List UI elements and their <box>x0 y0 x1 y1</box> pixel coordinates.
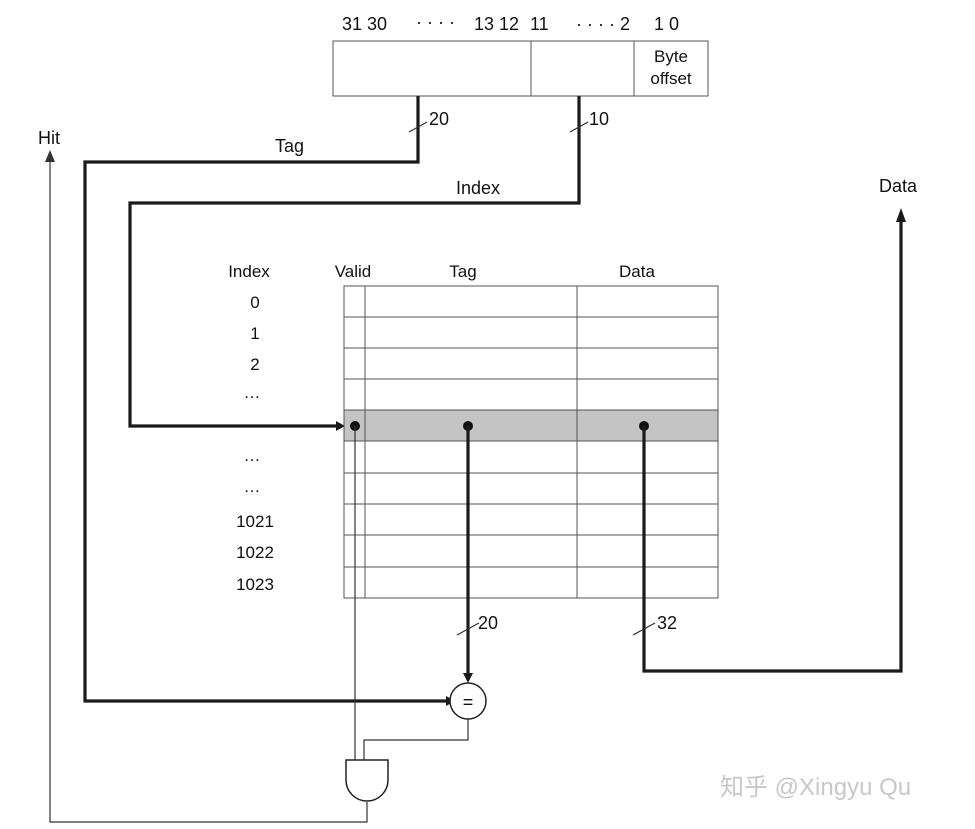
tag-compare-width: 20 <box>478 613 498 633</box>
addr-bit-11: 11 <box>530 14 549 34</box>
data-output-width: 32 <box>657 613 677 633</box>
row-index-label: … <box>244 446 261 465</box>
tag-bus-label: Tag <box>275 136 304 156</box>
row-index-label: 1 <box>250 324 259 343</box>
hit-wire <box>49 158 368 823</box>
addr-box <box>332 40 709 97</box>
row-index-label: … <box>244 477 261 496</box>
tag-bus-slash <box>408 121 428 133</box>
row-index-label: … <box>244 383 261 402</box>
index-bus-slash <box>569 121 589 133</box>
row-index-label: 2 <box>250 355 259 374</box>
data-output-wire <box>642 220 903 673</box>
hit-output: Hit <box>38 128 368 823</box>
addr-bits-dots-left: · · · · <box>416 12 455 32</box>
data-output-label: Data <box>879 176 918 196</box>
index-bus-arrowhead <box>336 421 345 431</box>
index-bus: 10 Index <box>128 96 609 431</box>
row-index-label: 0 <box>250 293 259 312</box>
tag-bus-width: 20 <box>429 109 449 129</box>
row-index-label: 1022 <box>236 543 274 562</box>
addr-bits-1-0: 1 0 <box>654 14 679 34</box>
tag-bus: 20 Tag <box>83 96 455 706</box>
hit-label: Hit <box>38 128 60 148</box>
addr-bits-13-12: 13 12 <box>474 14 519 34</box>
byte-offset-label-line2: offset <box>650 69 692 88</box>
header-index: Index <box>228 262 270 281</box>
watermark: 知乎 @Xingyu Qu <box>720 774 911 801</box>
compare-result-wire <box>363 719 469 762</box>
header-tag: Tag <box>449 262 476 281</box>
comparator-symbol: = <box>463 692 474 712</box>
tag-compare-slash <box>456 622 480 636</box>
highlighted-row <box>344 410 718 441</box>
cache-table: Index Valid Tag Data 0 1 2 … … … 1021 10… <box>228 262 719 599</box>
row-index-label: 1021 <box>236 512 274 531</box>
tag-compare-bus: 20 <box>456 426 498 683</box>
data-output-bus: 32 Data <box>632 176 918 673</box>
table-border <box>343 285 719 599</box>
and-gate <box>345 759 389 802</box>
tag-compare-arrowhead <box>463 673 473 683</box>
hit-arrowhead <box>45 150 55 162</box>
address-register: 31 30 · · · · 13 12 11 · · · · 2 1 0 Byt… <box>332 12 709 97</box>
header-data: Data <box>619 262 655 281</box>
header-valid: Valid <box>335 262 372 281</box>
byte-offset-label-line1: Byte <box>654 47 688 66</box>
data-output-slash <box>632 622 656 636</box>
tag-bus-wire <box>83 96 446 703</box>
row-index-label: 1023 <box>236 575 274 594</box>
index-bus-wire <box>128 96 581 428</box>
addr-bits-31-30: 31 30 <box>342 14 387 34</box>
addr-bits-dots-right: · · · · 2 <box>576 14 630 34</box>
data-output-arrowhead <box>896 208 906 222</box>
index-bus-width: 10 <box>589 109 609 129</box>
index-bus-label: Index <box>456 178 500 198</box>
comparator: = <box>449 682 487 720</box>
